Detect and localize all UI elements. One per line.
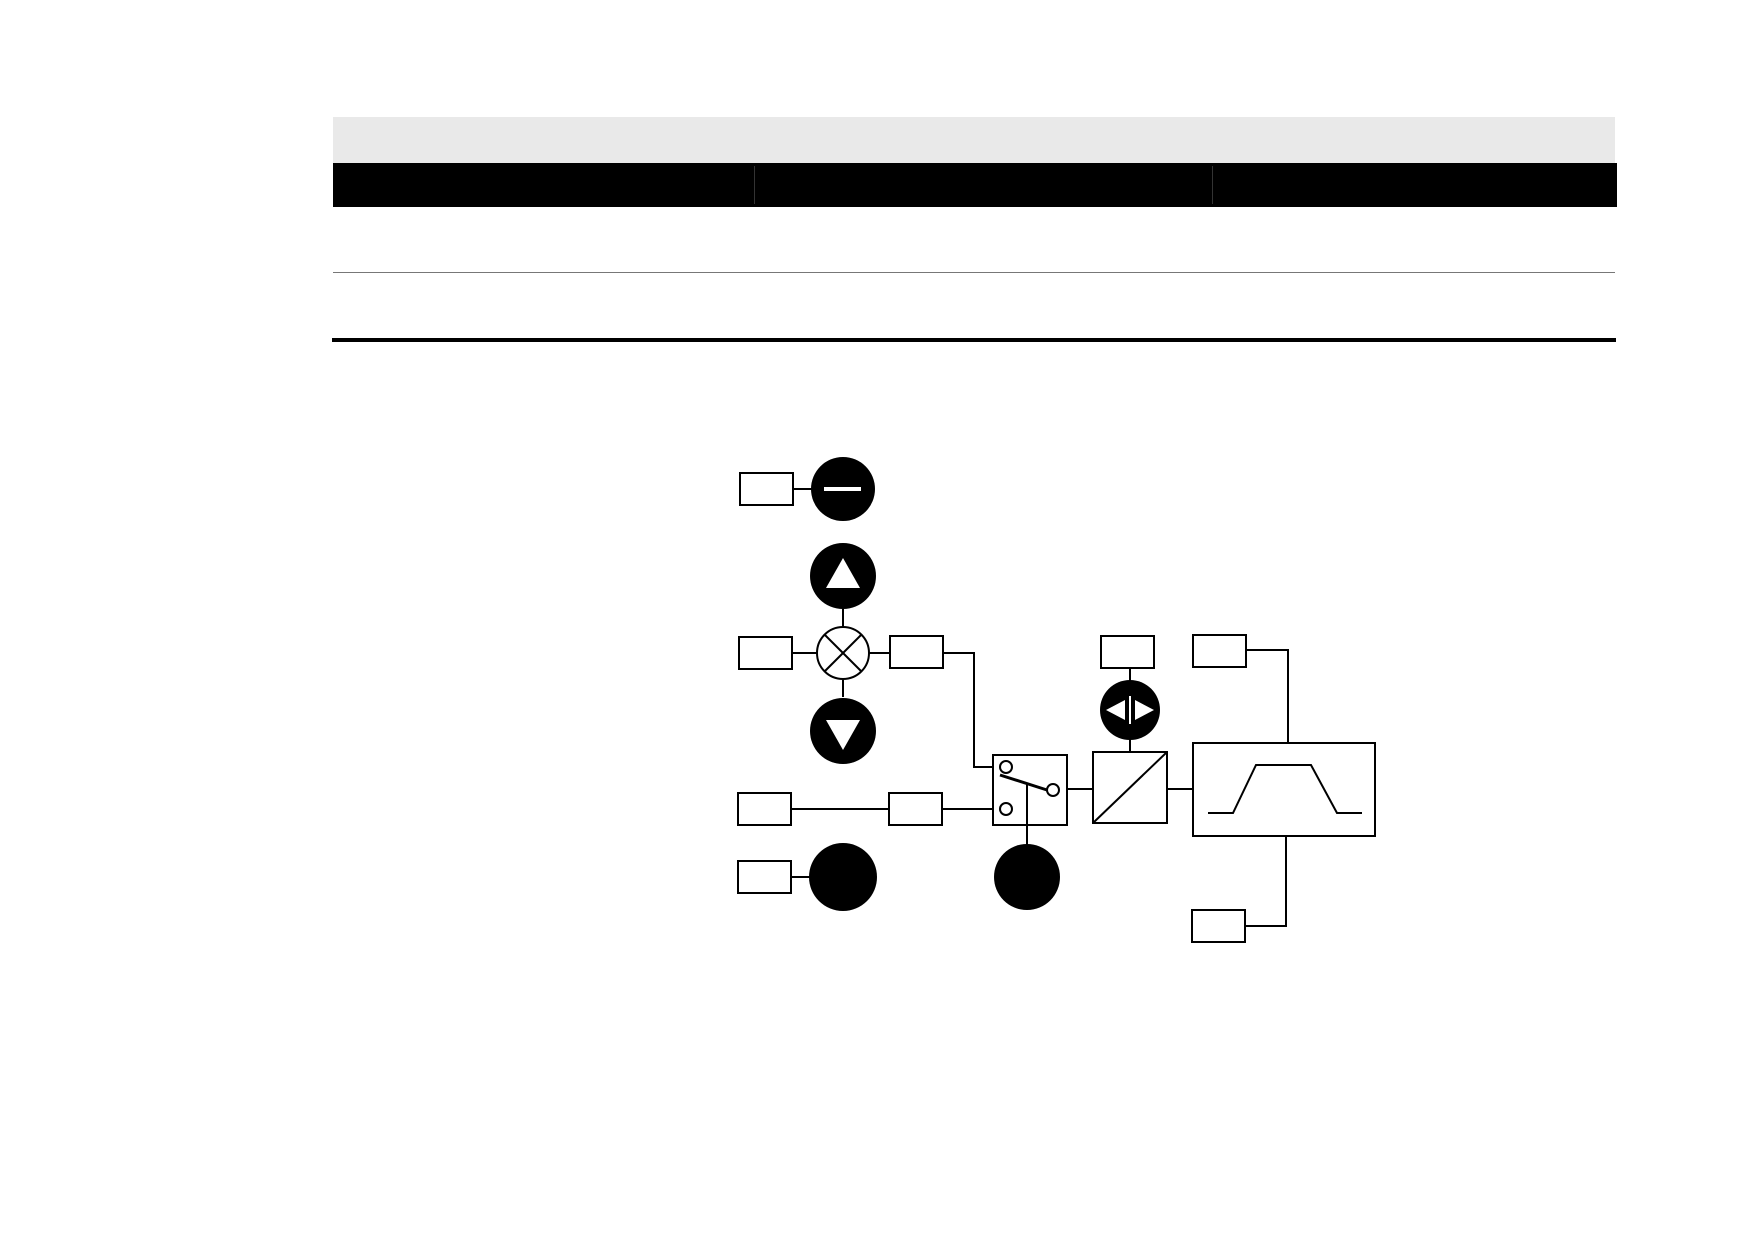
ramp-block bbox=[1192, 742, 1376, 837]
label-box-lower-input bbox=[737, 792, 792, 826]
header-band bbox=[333, 117, 1615, 163]
increase-node bbox=[810, 543, 876, 609]
header-column-2 bbox=[759, 163, 1217, 207]
decrease-node bbox=[810, 698, 876, 764]
label-boxes bbox=[737, 472, 1247, 943]
switch-contact-bottom bbox=[999, 802, 1013, 816]
switch-control-icon bbox=[994, 844, 1060, 910]
label-box-ramp-bottom bbox=[1191, 909, 1246, 943]
table-row-divider bbox=[333, 272, 1615, 273]
multiply-node bbox=[816, 626, 870, 680]
label-box-bottom-input bbox=[737, 860, 792, 894]
table-bottom-rule bbox=[332, 338, 1616, 342]
label-box-subtract bbox=[739, 472, 794, 506]
label-box-lower-middle bbox=[888, 792, 943, 826]
minus-node bbox=[811, 457, 875, 521]
table-header bbox=[333, 163, 1617, 207]
label-box-multiply-input bbox=[738, 636, 793, 670]
switch-contact-top bbox=[999, 760, 1013, 774]
label-box-ramp-top bbox=[1192, 634, 1247, 668]
header-column-1 bbox=[333, 163, 759, 207]
diagram-wires bbox=[791, 488, 1289, 927]
label-box-multiply-output bbox=[889, 635, 944, 669]
converter-block bbox=[1092, 751, 1168, 824]
switch-block bbox=[992, 754, 1068, 826]
switch-lever-icon bbox=[999, 773, 1048, 792]
label-box-limit bbox=[1100, 635, 1155, 669]
input-node-icon bbox=[809, 843, 877, 911]
ramp-profile-icon bbox=[1208, 764, 1362, 814]
limit-node bbox=[1100, 680, 1160, 740]
switch-contact-output bbox=[1046, 783, 1060, 797]
converter-diagonal-icon bbox=[1092, 751, 1168, 824]
